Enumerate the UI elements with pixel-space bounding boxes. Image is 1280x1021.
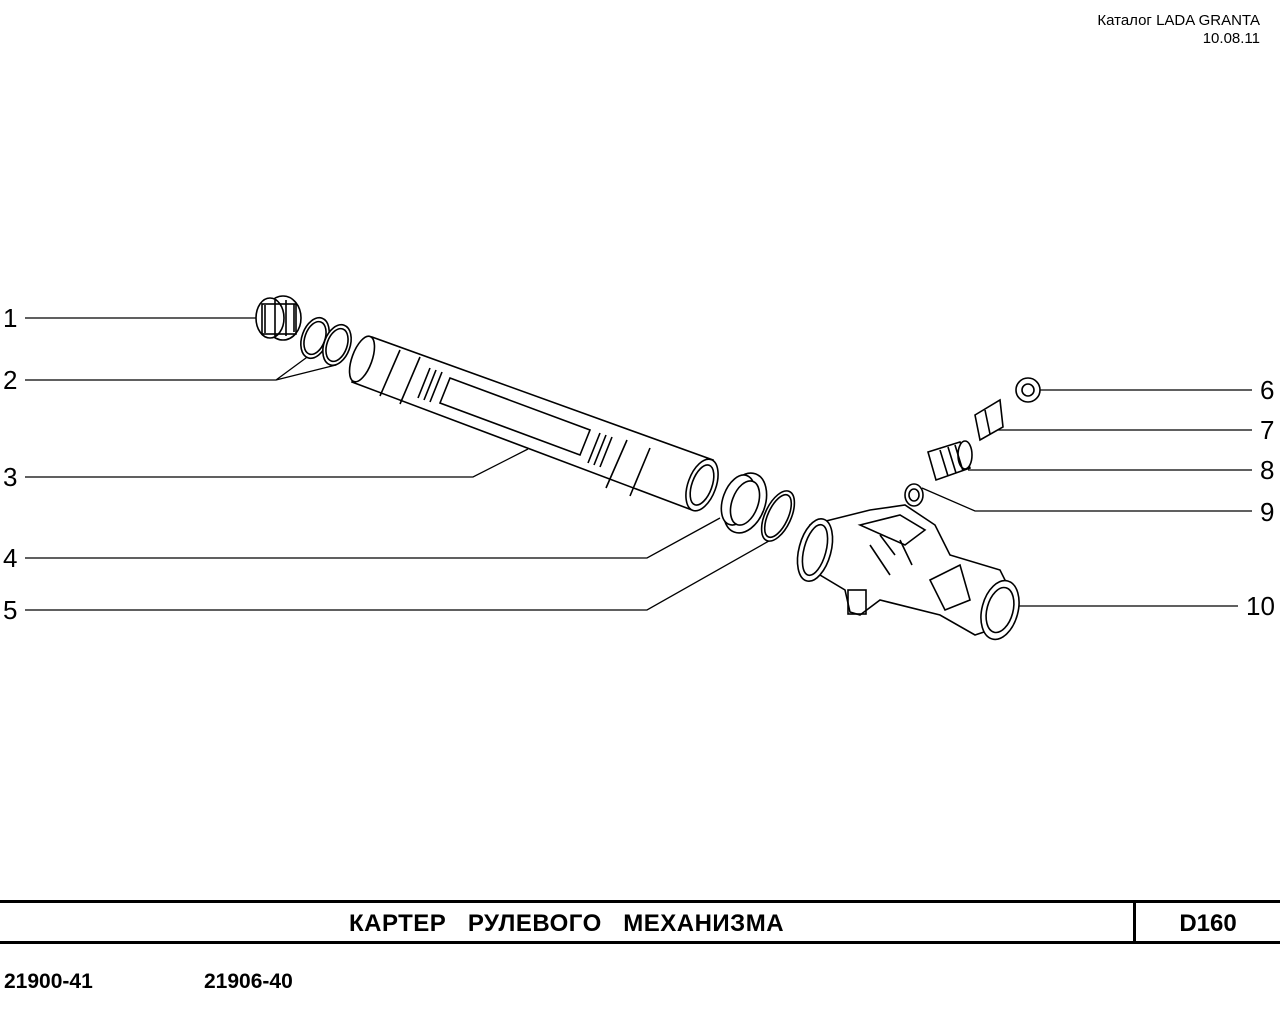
- callout-9: 9: [1260, 497, 1275, 527]
- leader-line-9: [921, 487, 1252, 512]
- catalog-name: Каталог LADA GRANTA: [1097, 12, 1260, 29]
- catalog-header: Каталог LADA GRANTA 10.08.11: [1097, 12, 1260, 48]
- callout-5: 5: [3, 595, 18, 625]
- leader-line-5: [25, 536, 777, 611]
- section-code: D160: [1179, 910, 1237, 937]
- leader-line-3: [25, 448, 529, 478]
- leader-line-2: [25, 354, 337, 381]
- part-spring-plate: [974, 398, 1004, 442]
- leader-line-4: [25, 517, 721, 559]
- part-rack-tube: [348, 335, 719, 512]
- callout-3: 3: [3, 462, 18, 492]
- model-code-2: 21906-40: [204, 970, 293, 993]
- model-code-1: 21900-41: [4, 970, 93, 993]
- callout-8: 8: [1260, 455, 1275, 485]
- part-o-rings: [300, 316, 352, 367]
- part-gear-housing: [796, 504, 1020, 641]
- part-bushing: [255, 295, 302, 341]
- part-threaded-nut: [720, 472, 768, 534]
- callout-10: 10: [1246, 591, 1275, 621]
- title-bar: КАРТЕР РУЛЕВОГО МЕХАНИЗМА D160: [0, 900, 1280, 944]
- part-snap-ring: [760, 490, 796, 542]
- title-divider: [1133, 903, 1136, 941]
- callout-4: 4: [3, 543, 18, 573]
- callout-1: 1: [3, 303, 18, 333]
- part-plunger: [927, 440, 973, 482]
- page-title: КАРТЕР РУЛЕВОГО МЕХАНИЗМА: [348, 910, 785, 937]
- callout-6: 6: [1260, 375, 1275, 405]
- part-lock-washer: [1015, 377, 1041, 403]
- catalog-date: 10.08.11: [1202, 30, 1260, 47]
- callout-7: 7: [1260, 415, 1275, 445]
- callout-2: 2: [3, 365, 18, 395]
- exploded-parts-diagram: [25, 295, 1252, 641]
- part-small-bushing: [904, 483, 924, 507]
